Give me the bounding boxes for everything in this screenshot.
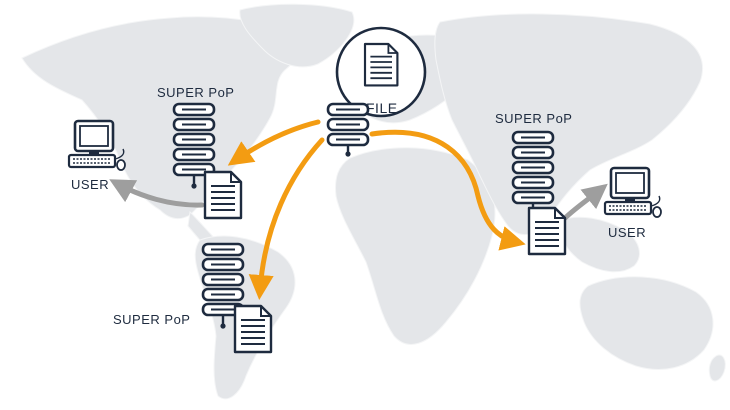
delivery-arrow-to-right-user [562, 183, 608, 221]
user-label-left: USER [71, 177, 110, 192]
transfer-arrow-to-asia [369, 129, 526, 251]
asia-landmass [434, 13, 703, 235]
delivery-arrow-to-left-user [109, 179, 205, 208]
transfer-arrow-to-north-america [227, 119, 321, 166]
australia-landmass [579, 276, 714, 370]
document-icon [363, 42, 399, 87]
origin-file-node [335, 26, 427, 118]
origin-server-icon [326, 102, 370, 158]
pop-label-north-america: SUPER PoP [157, 85, 235, 100]
pop-label-south-america: SUPER PoP [113, 312, 191, 327]
file-label: FILE [366, 100, 398, 116]
document-icon-north-america [203, 170, 243, 220]
world-map [21, 3, 726, 400]
africa-landmass [335, 147, 496, 345]
new-zealand-landmass [708, 354, 726, 382]
document-icon-asia [527, 206, 567, 256]
user-label-right: USER [608, 225, 647, 240]
pop-label-asia: SUPER PoP [495, 111, 573, 126]
transfer-arrow-to-south-america [248, 137, 325, 300]
southeast-asia-landmass [559, 216, 640, 273]
north-america-landmass [21, 16, 300, 220]
document-icon-south-america [233, 304, 273, 354]
greenland-landmass [239, 3, 355, 68]
desktop-computer-icon-right [603, 166, 663, 219]
